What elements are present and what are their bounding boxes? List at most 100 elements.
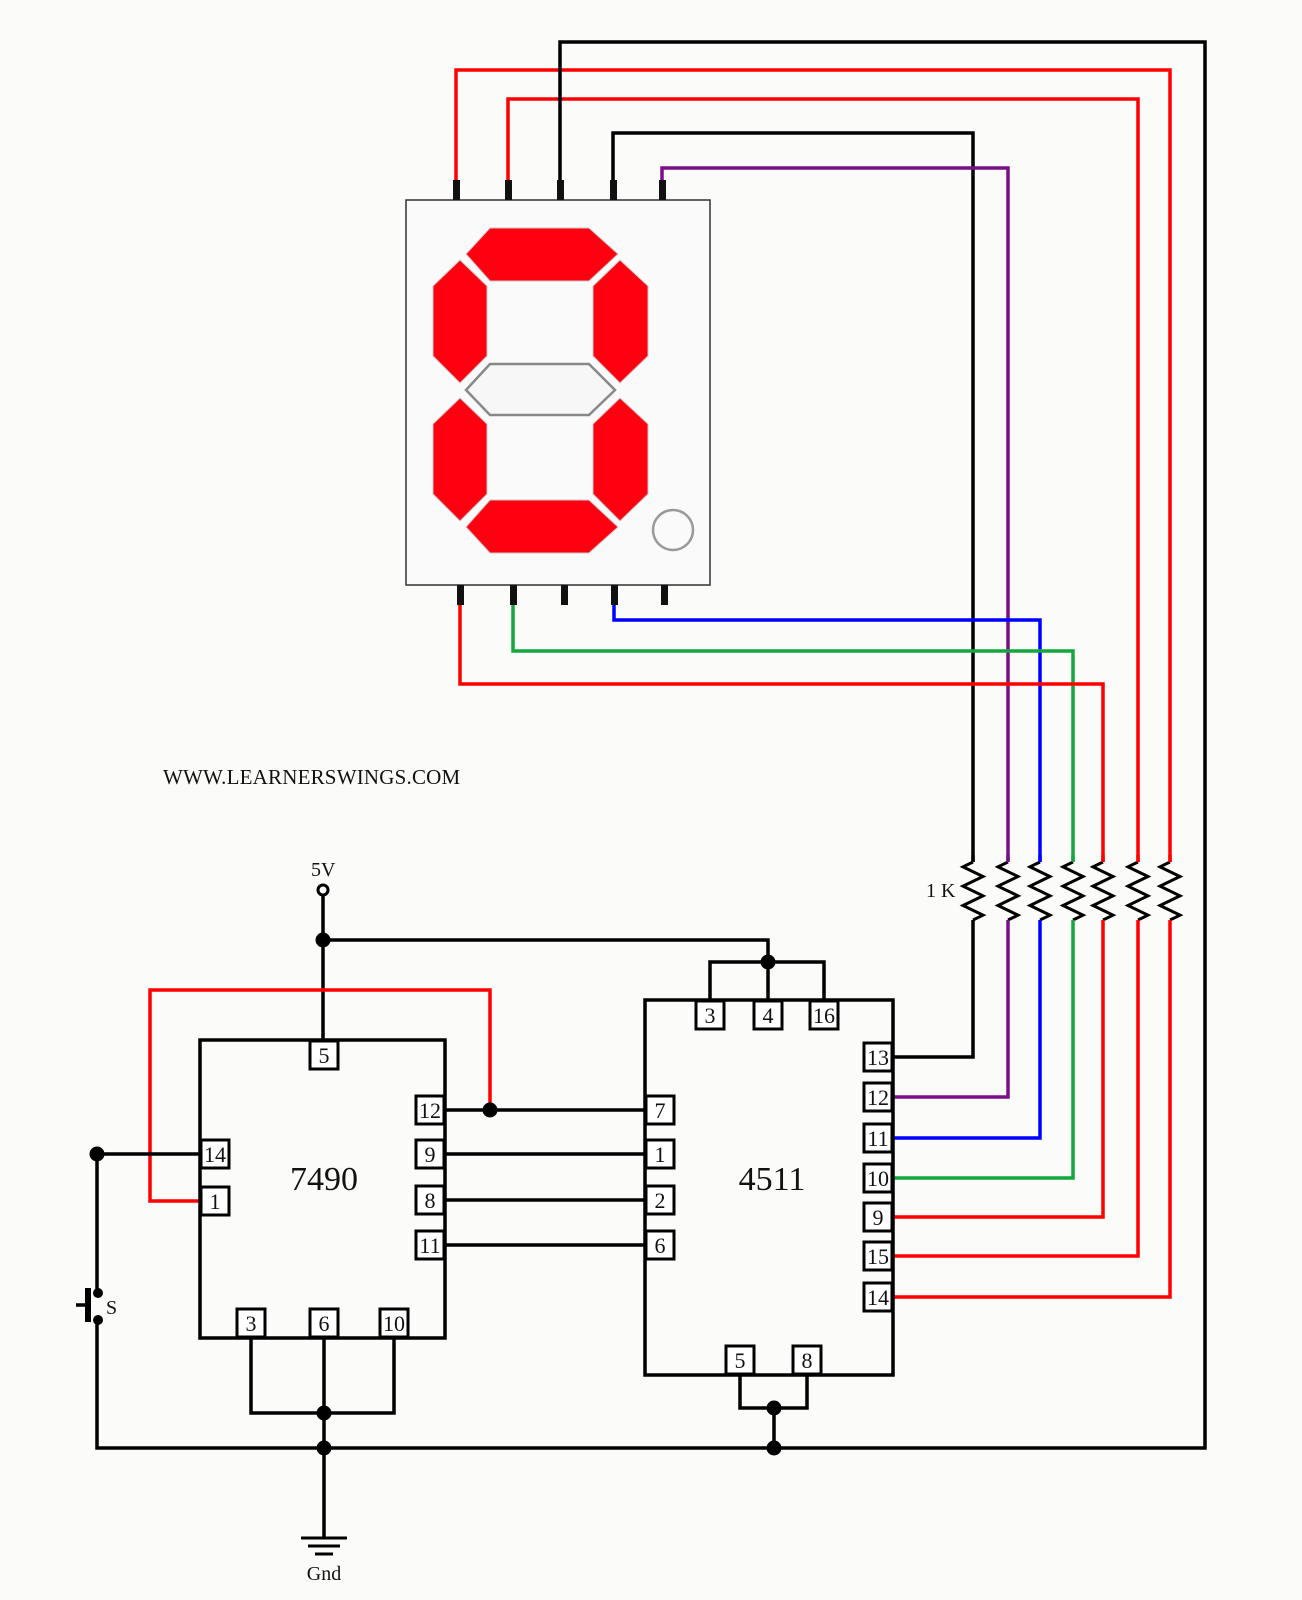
ic-pin: 9	[862, 1201, 894, 1233]
segment-f	[432, 259, 488, 384]
ic-pin: 3	[694, 999, 726, 1031]
ic-pin: 16	[808, 999, 840, 1031]
resistor	[959, 855, 987, 922]
pin-number: 2	[655, 1188, 666, 1213]
resistor	[1156, 855, 1184, 922]
resistor-zigzag-icon	[1059, 860, 1087, 922]
junction-dot	[316, 1405, 332, 1421]
ic-pin: 5	[724, 1344, 756, 1376]
wire-red-pin15	[893, 920, 1140, 1258]
pin-number: 14	[867, 1285, 889, 1310]
pin-number: 5	[735, 1348, 746, 1373]
ic-pin: 3	[235, 1307, 267, 1339]
resistor	[1089, 855, 1117, 922]
pin-number: 3	[246, 1311, 257, 1336]
push-button-switch: S	[76, 1146, 774, 1450]
wire-black-common-top	[558, 40, 1207, 1450]
pin-number: 3	[705, 1003, 716, 1028]
pin-number: 6	[655, 1233, 666, 1258]
ic-pin: 10	[378, 1307, 410, 1339]
ic-pin: 15	[862, 1240, 894, 1272]
resistor-zigzag-icon	[959, 860, 987, 922]
resistor	[994, 855, 1022, 922]
resistor-value-label: 1 K	[926, 880, 956, 902]
switch-contact-icon	[93, 1288, 103, 1298]
pin-number: 16	[813, 1003, 835, 1028]
wire-black-pin13	[893, 920, 975, 1059]
ic-pin: 12	[414, 1094, 446, 1126]
ic-pin: 14	[862, 1281, 894, 1313]
wire-black-top	[611, 131, 975, 862]
switch-label: S	[106, 1297, 117, 1319]
display-bottom-pins	[457, 585, 668, 605]
power-supply: 5V	[311, 859, 826, 1045]
display-top-wires	[454, 40, 1207, 1450]
wire-red-top-1	[454, 68, 1172, 862]
junction-dot	[482, 1102, 498, 1118]
segment-d	[465, 499, 619, 554]
segment-b	[592, 259, 649, 384]
segment-c	[592, 397, 649, 522]
segment-a	[465, 227, 619, 282]
ic-pin: 11	[862, 1122, 894, 1154]
wire-red-top-2	[506, 97, 1140, 862]
ic-pin: 4	[752, 999, 784, 1031]
pin-number: 4	[763, 1003, 774, 1028]
wire-5v-to-4511	[323, 938, 770, 962]
junction-dot	[89, 1146, 105, 1162]
ground-network: Gnd	[249, 1338, 809, 1585]
wire-purple-pin12	[893, 920, 1010, 1099]
resistor-bank	[959, 855, 1184, 922]
pin-number: 10	[867, 1166, 889, 1191]
ic-4511-label: 4511	[739, 1161, 806, 1198]
junction-dot	[316, 1440, 332, 1456]
ic-pin: 6	[308, 1307, 340, 1339]
ic-pin: 7	[644, 1094, 676, 1126]
ground-icon	[301, 1536, 347, 1556]
display-bottom-wires	[458, 600, 1105, 862]
segment-e	[432, 397, 488, 522]
resistor-zigzag-icon	[1124, 860, 1152, 922]
ic-pin: 12	[862, 1081, 894, 1113]
junction-dot	[315, 932, 331, 948]
resistor-zigzag-icon	[1156, 860, 1184, 922]
power-terminal-icon	[316, 883, 330, 897]
segment-g	[464, 362, 617, 417]
ic-pin: 8	[414, 1184, 446, 1216]
resistor-to-4511-wires	[893, 920, 1172, 1299]
junction-dot	[766, 1400, 782, 1416]
ic-pin: 14	[199, 1138, 231, 1170]
ic-pin: 1	[199, 1185, 231, 1217]
pin-number: 11	[419, 1233, 440, 1258]
ground-label: Gnd	[307, 1563, 341, 1585]
pin-number: 12	[419, 1098, 441, 1123]
pin-number: 14	[204, 1142, 226, 1167]
pin-number: 15	[867, 1244, 889, 1269]
ic-pin: 9	[414, 1138, 446, 1170]
ic-pin: 13	[862, 1041, 894, 1073]
resistor-zigzag-icon	[994, 860, 1022, 922]
wire-green-pin10	[893, 920, 1075, 1180]
ic-pin: 11	[414, 1229, 446, 1261]
resistor	[1059, 855, 1087, 922]
ic-pin: 6	[644, 1229, 676, 1261]
wire-red-7490-feedback	[148, 988, 492, 1203]
pin-number: 5	[319, 1043, 330, 1068]
wire-purple-top	[660, 166, 1010, 862]
ic-pin: 10	[862, 1162, 894, 1194]
power-label: 5V	[311, 859, 336, 881]
resistor-zigzag-icon	[1089, 860, 1117, 922]
resistor	[1026, 855, 1054, 922]
pin-number: 1	[210, 1189, 221, 1214]
pin-number: 11	[867, 1126, 888, 1151]
ic-pin: 1	[644, 1138, 676, 1170]
junction-dot	[766, 1440, 782, 1456]
watermark-text: WWW.LEARNERSWINGS.COM	[163, 765, 461, 789]
bcd-bus-wires	[445, 1102, 645, 1247]
wire-red-bottom	[458, 600, 1105, 862]
resistor-zigzag-icon	[1026, 860, 1054, 922]
pin-number: 1	[655, 1142, 666, 1167]
